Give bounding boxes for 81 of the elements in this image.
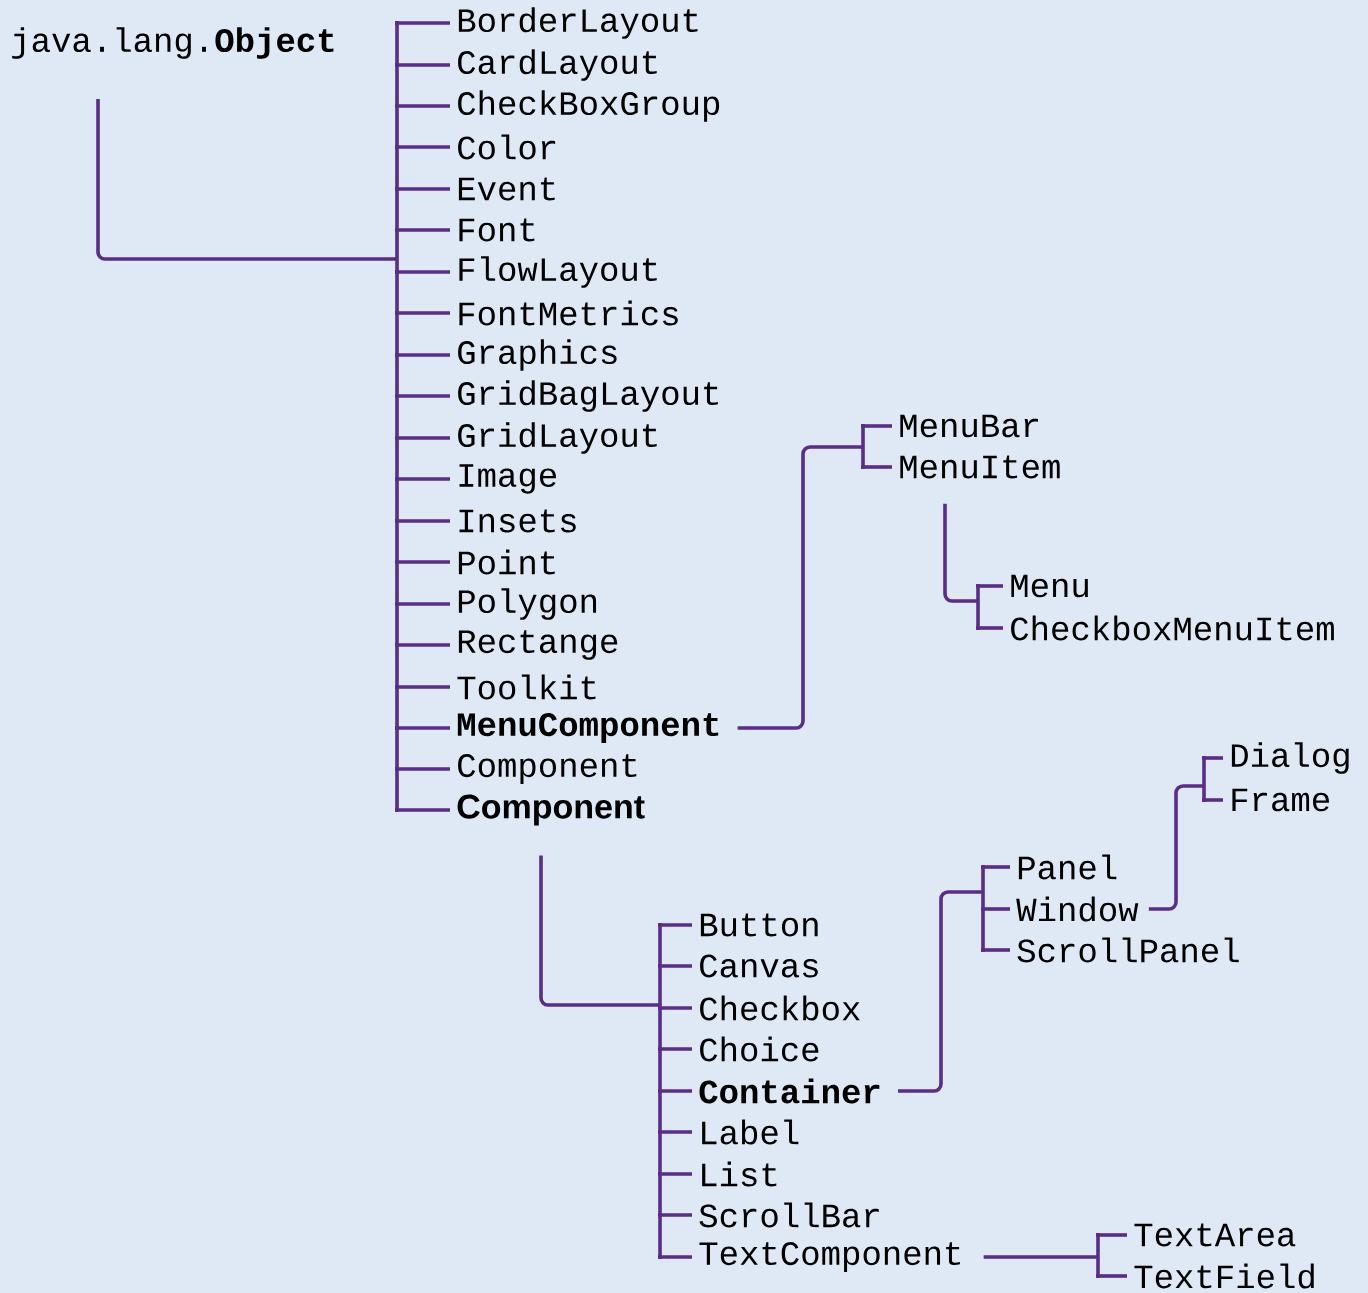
branch-line <box>658 1172 692 1176</box>
class-name: Font <box>459 218 535 242</box>
branch-line <box>395 477 450 481</box>
class-name: Label <box>702 1119 799 1145</box>
branch-line <box>395 353 450 357</box>
class-name: Panel <box>1018 854 1117 880</box>
class-name: MenuBar <box>900 414 1038 438</box>
branch-line <box>981 948 1010 952</box>
class-name: Component <box>457 794 645 826</box>
branch-line <box>395 311 450 315</box>
class-name: BorderLayout <box>458 7 698 39</box>
branch-line <box>395 270 450 274</box>
branch-line <box>395 519 450 523</box>
branch-line <box>981 907 1010 911</box>
branch-line <box>395 436 450 440</box>
class-name: ScrollBar <box>699 1202 879 1228</box>
branch-line <box>658 1047 692 1051</box>
branch-line <box>861 465 892 469</box>
class-name: Dialog <box>1231 742 1349 774</box>
branch-line <box>395 602 450 606</box>
branch-line <box>658 1130 692 1134</box>
class-name: Button <box>700 913 818 937</box>
class-name: Canvas <box>700 954 818 978</box>
class-name: Point <box>458 549 555 575</box>
class-name: CardLayout <box>458 49 657 81</box>
class-name: java.lang.Object <box>12 27 334 59</box>
branch-line <box>976 584 1003 588</box>
class-name: Image <box>459 464 556 494</box>
branch-line <box>976 626 1003 630</box>
branch-line <box>658 1089 692 1093</box>
class-name: Container <box>699 1078 880 1104</box>
class-name: TextField <box>1134 1263 1314 1289</box>
class-name: CheckBoxGroup <box>458 90 720 122</box>
class-name: MenuItem <box>900 455 1060 479</box>
class-name: GridLayout <box>458 422 657 454</box>
class-name: Rectange <box>458 630 618 660</box>
branch-line <box>395 685 450 689</box>
branch-line <box>395 104 450 108</box>
branch-line <box>395 394 450 398</box>
branch-line <box>395 187 450 191</box>
branch-line <box>395 808 450 812</box>
class-name: Window <box>1016 896 1139 922</box>
branch-line <box>395 63 450 67</box>
class-name: Menu <box>1011 574 1088 598</box>
branch-line <box>1202 798 1223 802</box>
class-name: Graphics <box>458 339 617 371</box>
class-name: Choice <box>700 1036 819 1062</box>
branch-line <box>395 145 450 149</box>
branch-line <box>1096 1233 1127 1237</box>
branch-line <box>981 865 1010 869</box>
class-name: Frame <box>1232 788 1329 812</box>
class-name: Component <box>458 754 637 784</box>
class-name: Toolkit <box>457 674 596 700</box>
class-name: TextComponent <box>699 1242 960 1272</box>
branch-line <box>658 964 692 968</box>
class-name: CheckboxMenuItem <box>1011 615 1334 641</box>
class-name: List <box>702 1161 777 1187</box>
branch-line <box>395 228 450 232</box>
class-name: GridBagLayout <box>458 380 718 412</box>
class-name: Event <box>458 177 555 201</box>
class-name: FlowLayout <box>459 256 657 288</box>
branch-line <box>395 767 450 771</box>
branch-line <box>395 643 450 647</box>
branch-line <box>395 21 450 25</box>
branch-line <box>395 560 450 564</box>
branch-line <box>658 1006 692 1010</box>
branch-line <box>1096 1274 1127 1278</box>
branch-line <box>658 1255 692 1259</box>
branch-line <box>395 726 450 730</box>
class-name: MenuComponent <box>457 713 719 743</box>
branch-line <box>658 1213 692 1217</box>
class-name: Color <box>458 134 556 160</box>
class-name: TextArea <box>1134 1223 1296 1247</box>
class-name: Checkbox <box>700 995 860 1021</box>
class-name: ScrollPanel <box>1017 937 1239 963</box>
branch-line <box>1202 756 1223 760</box>
class-name: Polygon <box>458 588 596 620</box>
class-name: FontMetrics <box>459 300 678 326</box>
branch-line <box>861 424 892 428</box>
branch-line <box>658 923 692 927</box>
class-name: Insets <box>459 509 576 533</box>
